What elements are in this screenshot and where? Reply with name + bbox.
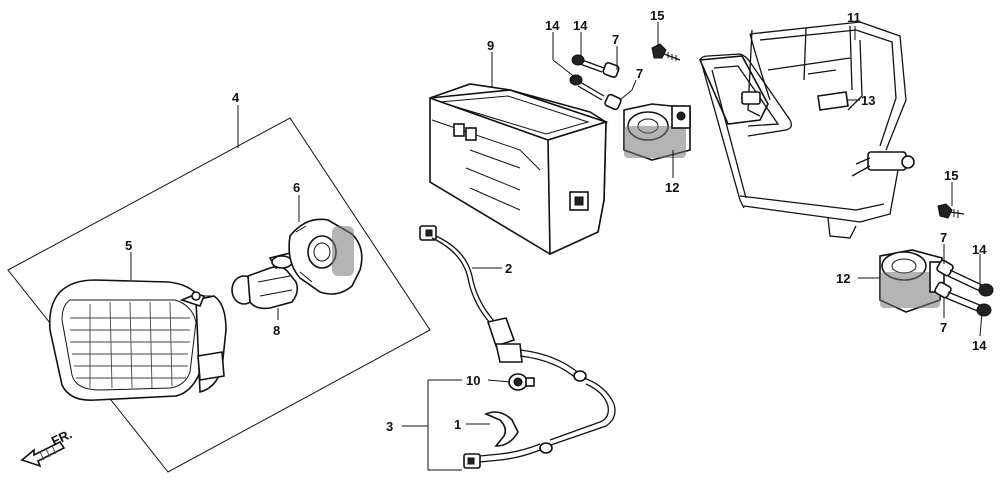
callout-11: 11 [847,10,861,25]
rubber-mount-lower [879,249,945,313]
callout-15-top: 15 [650,8,664,23]
collar-upper-a [602,62,620,78]
callout-7-top-right: 7 [636,66,643,81]
callout-7-right-top: 7 [940,230,947,245]
callout-6: 6 [293,180,300,195]
headlight-assembly-group-outline [7,117,431,473]
collar-lower-b [934,281,952,299]
front-direction-arrow [20,440,66,468]
callout-5: 5 [125,238,132,253]
callout-14-right-bottom: 14 [972,338,987,353]
callout-9: 9 [487,38,494,53]
callout-12-upper: 12 [665,180,679,195]
collar-lower-a [936,259,954,277]
callout-1: 1 [454,417,461,432]
callout-3: 3 [386,419,393,434]
bolt-upper-a [571,54,605,73]
collar-upper-b [604,93,622,111]
callout-7-right-bottom: 7 [940,320,947,335]
bolt-lower-b [945,291,992,317]
callout-12-lower: 12 [836,271,850,286]
callout-10: 10 [466,373,480,388]
callout-4: 4 [232,90,240,105]
callout-2: 2 [505,261,512,276]
front-direction-label: FR. [49,426,74,448]
leader-lines [130,22,983,471]
callout-14-right-top: 14 [972,242,987,257]
bolt-lower-c [937,203,965,219]
headlight-bulb [231,251,302,310]
callout-14-top-right: 14 [573,18,588,33]
callout-8: 8 [273,323,280,338]
callout-14-top-left: 14 [545,18,560,33]
callout-15-right: 15 [944,168,958,183]
headlight-unit [48,279,227,402]
wire-harness [419,225,616,469]
headlight-case [429,83,609,256]
callout-13: 13 [861,93,875,108]
headlight-guard [698,21,915,239]
callout-7-top-left: 7 [612,32,619,47]
wire-band [483,411,519,447]
bolt-upper-b [569,74,605,101]
bolt-lower-a [947,269,994,297]
grommet [508,373,535,391]
caution-label [817,91,849,111]
bolt-upper-c [651,43,681,61]
socket-cover [288,218,363,295]
rubber-mount-upper [623,103,691,161]
